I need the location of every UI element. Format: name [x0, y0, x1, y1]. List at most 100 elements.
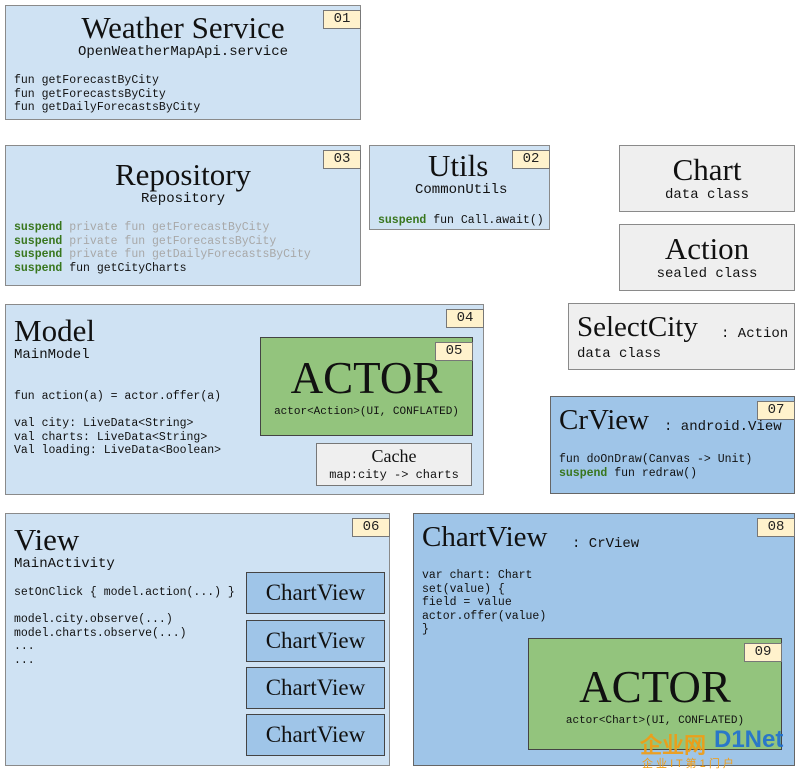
method-text: fun redraw(): [607, 466, 698, 480]
view-subtitle: MainActivity: [14, 556, 115, 572]
method-text: private fun getDailyForecastsByCity: [62, 248, 311, 262]
selectcity-class-box: SelectCity : Action data class: [568, 303, 795, 370]
box-number: 07: [757, 401, 795, 420]
view-box: 06 View MainActivity setOnClick { model.…: [5, 513, 390, 766]
suspend-keyword: suspend: [14, 261, 63, 275]
method-line: suspend private fun getForecastsByCity: [14, 235, 311, 249]
model-subtitle: MainModel: [14, 347, 90, 363]
box-number: 05: [435, 342, 473, 361]
member-line: val city: LiveData<String>: [14, 417, 194, 431]
method-line: suspend fun getCityCharts: [14, 262, 311, 276]
view-members: setOnClick { model.action(...) } model.c…: [14, 586, 235, 668]
crview-box: 07 CrView : android.View fun doOnDraw(Ca…: [550, 396, 795, 494]
cache-subtitle: map:city -> charts: [329, 468, 459, 482]
member-line: [14, 600, 235, 614]
suspend-keyword: suspend: [14, 221, 63, 234]
selectcity-class-title: SelectCity: [577, 311, 698, 343]
method-line: fun getDailyForecastsByCity: [14, 101, 201, 115]
suspend-keyword: suspend: [14, 248, 63, 262]
chartview-item: ChartView: [246, 572, 385, 614]
code-line: field = value: [422, 596, 512, 610]
chartview-item: ChartView: [246, 667, 385, 709]
chart-class-subtitle: data class: [664, 187, 749, 203]
model-box: 04 Model MainModel fun action(a) = actor…: [5, 304, 484, 495]
member-line: ...: [14, 640, 35, 654]
code-line: }: [422, 623, 429, 637]
member-line: model.charts.observe(...): [14, 626, 187, 640]
suspend-keyword: suspend: [378, 214, 427, 227]
chartview-parent: : CrView: [572, 536, 640, 552]
crview-methods: fun doOnDraw(Canvas -> Unit) suspend fun…: [559, 453, 752, 480]
selectcity-class-subtitle: data class: [577, 346, 662, 362]
action-class-title: Action: [664, 231, 750, 266]
method-line: suspend private fun getForecastByCity: [14, 221, 311, 235]
box-number: 09: [744, 643, 782, 662]
utils-box: 02 Utils CommonUtils suspend fun Call.aw…: [369, 145, 550, 230]
method-line: fun getForecastByCity: [14, 74, 159, 87]
box-number: 06: [352, 518, 390, 537]
chartview-item: ChartView: [246, 620, 385, 662]
method-text: private fun getForecastsByCity: [62, 234, 277, 248]
utils-title: Utils: [428, 148, 489, 183]
weather-service-subtitle: OpenWeatherMapApi.service: [77, 44, 289, 60]
member-line: Val loading: LiveData<Boolean>: [14, 444, 222, 458]
method-line: suspend private fun getDailyForecastsByC…: [14, 248, 311, 262]
member-line: val charts: LiveData<String>: [14, 430, 208, 444]
method-text: private fun getForecastByCity: [62, 221, 270, 234]
repository-methods: suspend private fun getForecastByCity su…: [14, 221, 311, 275]
repository-subtitle: Repository: [140, 191, 225, 207]
box-number: 08: [757, 518, 795, 537]
code-line: var chart: Chart: [422, 569, 533, 582]
member-line: model.city.observe(...): [14, 613, 173, 627]
member-line: setOnClick { model.action(...) }: [14, 586, 235, 599]
chartview-box: 08 ChartView : CrView var chart: Chart s…: [413, 513, 795, 766]
model-members: fun action(a) = actor.offer(a) val city:…: [14, 390, 221, 458]
method-text: fun getCityCharts: [62, 261, 187, 275]
member-line: [14, 404, 221, 418]
watermark-tagline: 企 业 I T 第 1 门 户: [642, 758, 734, 770]
weather-service-title: Weather Service: [81, 10, 285, 45]
box-number: 04: [446, 309, 484, 328]
crview-title: CrView: [559, 404, 650, 436]
suspend-keyword: suspend: [559, 466, 608, 480]
box-number: 01: [323, 10, 361, 29]
model-title: Model: [14, 313, 95, 348]
suspend-keyword: suspend: [14, 234, 63, 248]
actor-title: ACTOR: [579, 662, 731, 712]
member-line: fun action(a) = actor.offer(a): [14, 390, 222, 403]
actor-box: 05 ACTOR actor<Action>(UI, CONFLATED): [260, 337, 473, 436]
repository-box: 03 Repository Repository suspend private…: [5, 145, 361, 286]
chartview-title: ChartView: [422, 521, 548, 553]
crview-parent: : android.View: [664, 419, 782, 435]
chart-class-title: Chart: [672, 152, 742, 187]
utils-method: suspend fun Call.await(): [378, 214, 544, 228]
actor-box: 09 ACTOR actor<Chart>(UI, CONFLATED): [528, 638, 782, 750]
view-title: View: [14, 522, 80, 557]
chartview-code: var chart: Chart set(value) { field = va…: [422, 569, 546, 637]
box-number: 02: [512, 150, 550, 169]
code-line: actor.offer(value): [422, 609, 547, 623]
repository-title: Repository: [114, 157, 252, 192]
code-line: set(value) {: [422, 582, 505, 596]
watermark-brand: D1Net: [714, 726, 784, 753]
method-line: fun getForecastsByCity: [14, 87, 166, 101]
method-text: fun Call.await(): [426, 214, 544, 227]
box-number: 03: [323, 150, 361, 169]
utils-subtitle: CommonUtils: [415, 182, 508, 198]
actor-subtitle: actor<Chart>(UI, CONFLATED): [565, 715, 745, 727]
action-class-box: Action sealed class: [619, 224, 795, 291]
selectcity-parent: : Action: [721, 326, 789, 342]
watermark-logo: 企业网: [640, 733, 707, 758]
weather-service-methods: fun getForecastByCity fun getForecastsBy…: [14, 74, 200, 115]
actor-title: ACTOR: [290, 353, 443, 403]
method-line: fun doOnDraw(Canvas -> Unit): [559, 453, 753, 466]
cache-title: Cache: [371, 446, 417, 466]
cache-box: Cache map:city -> charts: [316, 443, 472, 486]
member-line: ...: [14, 653, 35, 667]
method-line: suspend fun redraw(): [559, 467, 752, 481]
chart-class-box: Chart data class: [619, 145, 795, 212]
chartview-item: ChartView: [246, 714, 385, 756]
weather-service-box: 01 Weather Service OpenWeatherMapApi.ser…: [5, 5, 361, 120]
actor-subtitle: actor<Action>(UI, CONFLATED): [274, 406, 459, 418]
action-class-subtitle: sealed class: [656, 266, 758, 282]
